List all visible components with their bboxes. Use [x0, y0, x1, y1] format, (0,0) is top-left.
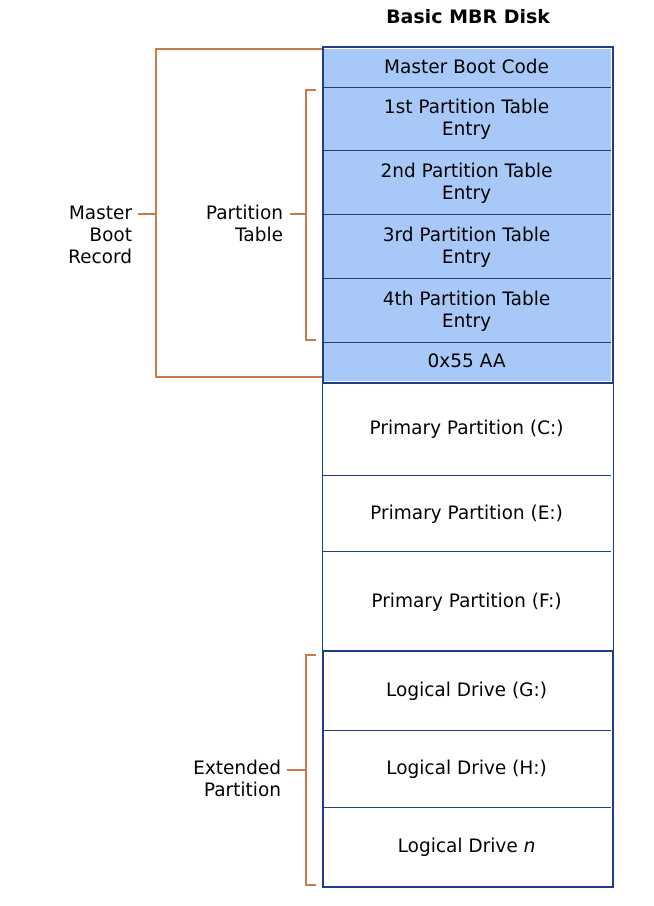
partition-entry-2-cell: 2nd Partition Table Entry — [322, 151, 611, 215]
logical-drive-n-cell: Logical Drive n — [322, 808, 611, 886]
logical-drive-g-label: Logical Drive (G:) — [386, 679, 547, 701]
partition-entry-3-cell: 3rd Partition Table Entry — [322, 215, 611, 279]
extended-partition-bracket — [305, 654, 316, 886]
primary-partition-c-cell: Primary Partition (C:) — [322, 383, 611, 476]
master-boot-record-label: Master Boot Record — [68, 203, 132, 268]
logical-drive-n-prefix: Logical Drive — [397, 836, 524, 857]
signature-label: 0x55 AA — [427, 351, 506, 372]
primary-partition-e-cell: Primary Partition (E:) — [322, 476, 611, 552]
partition-entry-3-label: 3rd Partition Table Entry — [382, 224, 551, 268]
partition-table-label: Partition Table — [205, 203, 283, 246]
primary-partition-f-label: Primary Partition (F:) — [371, 590, 562, 612]
logical-drive-g-cell: Logical Drive (G:) — [322, 651, 611, 731]
primary-partition-f-cell: Primary Partition (F:) — [322, 552, 611, 651]
diagram-title: Basic MBR Disk — [386, 6, 550, 28]
partition-table-bracket — [305, 89, 316, 341]
logical-drive-h-cell: Logical Drive (H:) — [322, 731, 611, 808]
master-boot-code-cell: Master Boot Code — [322, 49, 611, 88]
logical-drive-h-label: Logical Drive (H:) — [386, 758, 547, 779]
partition-entry-1-label: 1st Partition Table Entry — [383, 97, 550, 140]
extended-partition-label: Extended Partition — [193, 758, 281, 801]
signature-cell: 0x55 AA — [322, 343, 611, 381]
partition-entry-4-label: 4th Partition Table Entry — [382, 288, 551, 332]
partition-entry-1-cell: 1st Partition Table Entry — [322, 88, 611, 151]
primary-partition-e-label: Primary Partition (E:) — [370, 502, 563, 524]
logical-drive-n-variable: n — [523, 836, 536, 857]
partition-entry-2-label: 2nd Partition Table Entry — [380, 160, 553, 204]
primary-partition-c-label: Primary Partition (C:) — [369, 418, 564, 439]
partition-entry-4-cell: 4th Partition Table Entry — [322, 279, 611, 343]
master-boot-code-label: Master Boot Code — [384, 57, 549, 78]
logical-drive-n-text: Logical Drive n — [398, 836, 536, 858]
